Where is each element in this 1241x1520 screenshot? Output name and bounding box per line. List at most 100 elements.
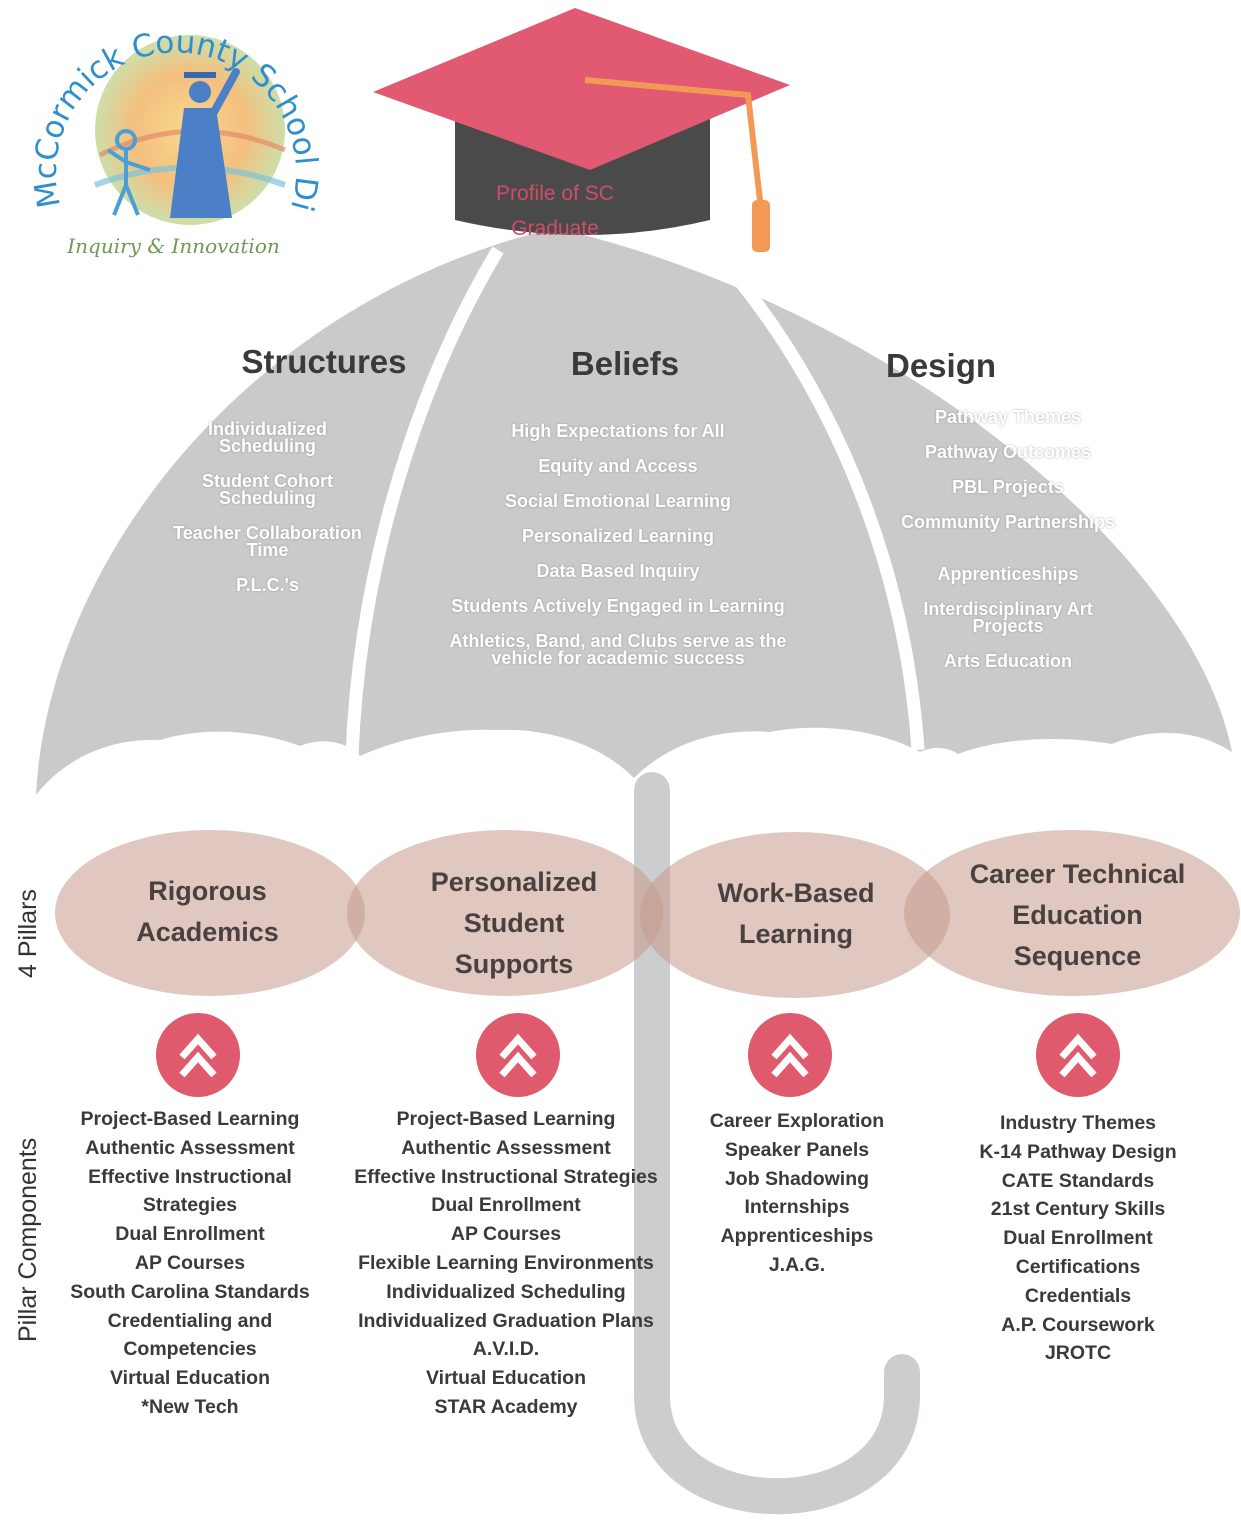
- pillar-label-line: Academics: [136, 917, 279, 947]
- panel-item: P.L.C.'s: [236, 575, 299, 595]
- side-label-pillars: 4 Pillars: [14, 889, 42, 978]
- side-label-components: Pillar Components: [14, 1137, 42, 1342]
- pillar-label-line: Work-Based: [717, 878, 875, 908]
- component-item: Virtual Education: [110, 1367, 270, 1390]
- pillar-label-line: Education: [1012, 900, 1143, 930]
- logo-tagline: Inquiry & Innovation: [67, 234, 280, 258]
- pillar-work-based-learning: Work-Based Learning: [667, 873, 925, 955]
- panel-item: Students Actively Engaged in Learning: [451, 596, 785, 616]
- component-item: Effective Instructional: [88, 1165, 292, 1188]
- component-item: A.P. Coursework: [1001, 1313, 1155, 1336]
- component-item: Dual Enrollment: [431, 1194, 581, 1217]
- component-item: Strategies: [142, 1194, 238, 1217]
- panel-item: Personalized Learning: [521, 526, 715, 546]
- pillar-label-line: Student: [463, 908, 565, 938]
- panel-item: Athletics, Band, and Clubs serve as the …: [449, 631, 787, 668]
- component-item: Dual Enrollment: [115, 1223, 265, 1246]
- component-item: Effective Instructional Strategies: [354, 1165, 658, 1188]
- component-item: STAR Academy: [434, 1395, 578, 1418]
- chevron-up-icon: [476, 1013, 560, 1097]
- pillar-label-line: Rigorous: [148, 876, 267, 906]
- umbrella-canopy: [36, 228, 1232, 795]
- component-item: Credentialing and: [107, 1309, 273, 1332]
- component-item: Credentials: [1024, 1284, 1132, 1307]
- graduate-figure-icon: [170, 68, 240, 218]
- umbrella-handle: [634, 772, 920, 1515]
- chevron-up-icon: [1036, 1013, 1120, 1097]
- pillar-rigorous-academics: Rigorous Academics: [80, 871, 335, 953]
- panel-item: Social Emotional Learning: [504, 491, 732, 511]
- component-item: Certifications: [1015, 1255, 1141, 1278]
- components-rigorous-academics: Project-Based Learning Authentic Assessm…: [55, 1105, 325, 1422]
- component-item: K-14 Pathway Design: [979, 1140, 1177, 1163]
- structures-list: Individualized Scheduling Student Cohort…: [165, 419, 370, 595]
- pillar-personalized-student-supports: Personalized Student Supports: [380, 862, 648, 985]
- component-item: Internships: [744, 1196, 850, 1219]
- tassel-icon: [752, 200, 770, 252]
- component-item: JROTC: [1044, 1342, 1112, 1365]
- chevron-up-icon: [748, 1013, 832, 1097]
- pillars-group: [55, 830, 1240, 998]
- beliefs-list: High Expectations for All Equity and Acc…: [408, 421, 828, 668]
- panel-item: Arts Education: [943, 651, 1072, 671]
- pillar-ellipse-3: [640, 832, 950, 998]
- panel-item: Data Based Inquiry: [536, 561, 700, 581]
- panel-item: Interdisciplinary Art Projects: [923, 599, 1093, 636]
- component-item: J.A.G.: [768, 1253, 826, 1276]
- graduation-cap: [373, 8, 790, 252]
- design-list: Pathway Themes Pathway Outcomes PBL Proj…: [898, 407, 1118, 671]
- component-item: Job Shadowing: [724, 1167, 870, 1190]
- component-item: Project-Based Learning: [80, 1108, 300, 1130]
- cap-top: [373, 8, 790, 170]
- panel-item: Community Partnerships: [900, 512, 1116, 532]
- cap-tassel-cord: [584, 77, 765, 219]
- pillar-label-line: Personalized: [430, 867, 598, 897]
- panel-item: Student Cohort Scheduling: [202, 471, 333, 508]
- section-title-structures: Structures: [241, 343, 407, 380]
- component-item: AP Courses: [450, 1223, 562, 1246]
- component-item: South Carolina Standards: [70, 1280, 310, 1303]
- component-item: *New Tech: [141, 1395, 239, 1418]
- component-item: Apprenticeships: [720, 1225, 874, 1248]
- component-item: Speaker Panels: [724, 1138, 870, 1161]
- child-figure-icon: [106, 129, 151, 216]
- component-item: Authentic Assessment: [85, 1136, 295, 1159]
- canopy-rib-right: [707, 243, 925, 751]
- component-item: Career Exploration: [709, 1110, 885, 1132]
- panel-item: Pathway Outcomes: [924, 442, 1092, 462]
- component-item: Project-Based Learning: [396, 1108, 616, 1130]
- panel-item: Pathway Themes: [934, 407, 1082, 427]
- component-item: CATE Standards: [1001, 1169, 1155, 1192]
- component-item: Flexible Learning Environments: [358, 1251, 654, 1274]
- canopy-rib-left: [345, 246, 504, 756]
- chevron-up-icon: [156, 1013, 240, 1097]
- panel-item: Apprenticeships: [937, 564, 1079, 584]
- cap-label: Profile of SC Graduate: [455, 176, 655, 246]
- pillar-label-line: Learning: [738, 919, 853, 949]
- panel-item: Equity and Access: [538, 456, 698, 476]
- pillar-career-technical-education: Career Technical Education Sequence: [940, 854, 1215, 977]
- pillar-ellipse-1: [55, 830, 365, 996]
- district-logo: McCormick County School District: [0, 0, 324, 225]
- component-item: Virtual Education: [426, 1367, 586, 1390]
- pillar-ellipse-4: [904, 830, 1240, 996]
- section-title-beliefs: Beliefs: [570, 345, 680, 382]
- panel-item: Teacher Collaboration Time: [173, 523, 362, 560]
- cap-label-line-2: Graduate: [511, 217, 599, 240]
- component-item: AP Courses: [134, 1251, 246, 1274]
- pillar-ellipse-2: [347, 830, 663, 996]
- pillar-label-line: Supports: [454, 949, 574, 979]
- component-item: Competencies: [123, 1338, 257, 1361]
- components-work-based-learning: Career Exploration Speaker Panels Job Sh…: [677, 1107, 917, 1280]
- component-item: 21st Century Skills: [990, 1198, 1166, 1221]
- component-item: Individualized Graduation Plans: [358, 1309, 654, 1332]
- component-item: A.V.I.D.: [472, 1338, 540, 1361]
- panel-item: High Expectations for All: [511, 421, 725, 441]
- panel-item: Individualized Scheduling: [207, 419, 327, 456]
- cap-label-line-1: Profile of SC: [496, 182, 614, 205]
- pillar-label-line: Sequence: [1013, 941, 1142, 971]
- canopy-fill: [36, 228, 1232, 795]
- section-title-design: Design: [885, 347, 997, 384]
- component-item: Industry Themes: [999, 1112, 1157, 1134]
